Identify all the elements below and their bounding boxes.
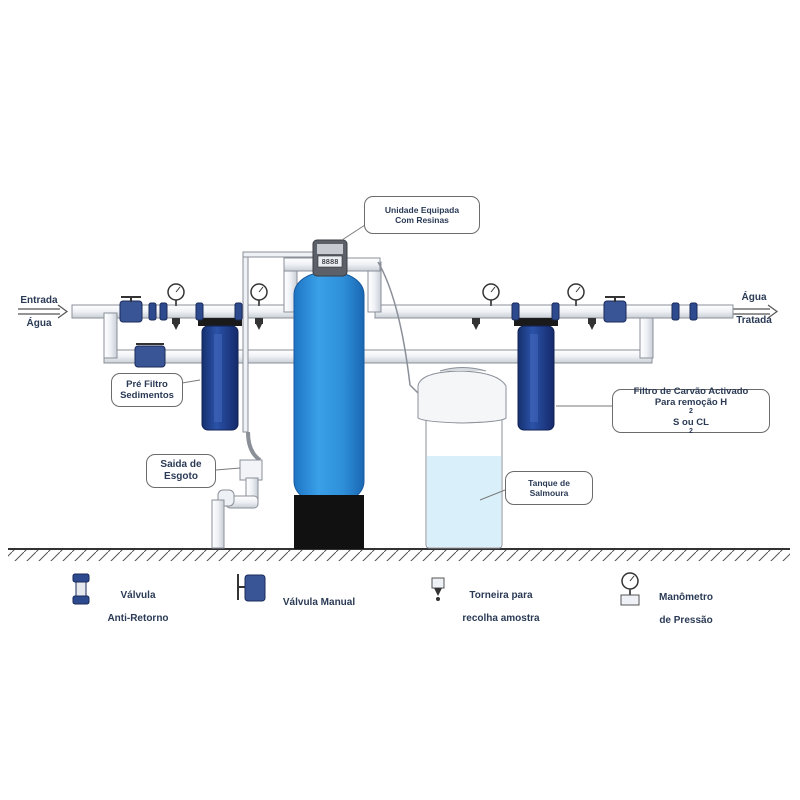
prefilter-callout-leader [181,379,201,384]
drain-line1: Saida de [160,459,202,470]
prefilter-callout: Pré Filtro Sedimentos [111,373,183,407]
drain-callout-leader [215,467,241,471]
manual-valve-icon [119,296,143,323]
legend-sample-tap-line2: recolha amostra [462,613,540,625]
legend-gauge-line1: Manômetro [659,591,713,603]
brine-tank-line1: Tanque de [528,477,570,488]
pressure-gauge-icon [250,283,268,306]
outlet-label-line1: Água [741,291,767,303]
inlet-arrow [18,304,69,319]
manual-valve-icon [603,296,627,323]
legend-sample-tap-line1: Torneira para [469,589,533,601]
legend-sample-tap-icon [431,577,445,601]
brine-tank-line2: Salmoura [529,488,569,498]
resin-unit-line1: Unidade Equipada [384,204,460,215]
brine-tank [417,367,507,549]
sample-tap-icon [255,318,263,330]
resin-controller: 8888 [312,239,348,277]
inlet-label-line1: Entrada [20,294,58,306]
check-valve-icon [511,302,560,321]
legend-check-valve-label: Válvula Anti-Retorno [98,578,178,625]
legend-check-valve-line1: Válvula [120,589,156,601]
pressure-gauge-icon [482,283,500,306]
drain-callout: Saida de Esgoto [146,454,216,488]
inlet-label-line2: Água [26,318,52,330]
pressure-gauge-icon [567,283,585,306]
prefilter-line1: Pré Filtro [126,378,168,390]
legend-manual-valve-text: Válvula Manual [282,596,356,608]
legend-check-valve-icon [72,573,90,605]
sediment-prefilter [198,318,242,431]
pressure-gauge-icon [167,283,185,306]
check-valve-icon [671,302,698,321]
pipe-network [71,251,734,433]
legend-manual-valve-icon [237,574,266,602]
carbon-filter-sub1: 2 [689,408,693,416]
legend-gauge-icon [620,572,640,606]
ground [8,548,790,561]
check-valve-icon [148,302,168,321]
carbon-filter [514,318,558,431]
carbon-filter-line1: Filtro de Carvão Activado [633,385,749,397]
sample-tap-icon [472,318,480,330]
legend-check-valve-line2: Anti-Retorno [107,613,169,625]
outlet-label: Água Tratada [730,280,778,327]
inlet-label: Entrada Água [14,283,64,330]
manual-valve-icon [134,343,166,368]
outlet-arrow [733,304,779,319]
check-valve-icon [195,302,243,321]
prefilter-line2: Sedimentos [120,390,174,401]
legend-gauge-label: Manômetro de Pressão [643,580,729,627]
drain-pipe [211,431,263,549]
resin-unit-line2: Com Resinas [395,215,449,225]
drain-line2: Esgoto [164,471,198,482]
brine-callout-leader [479,489,506,501]
legend-manual-valve-label: Válvula Manual [270,585,368,609]
carbon-filter-line2-b: S ou CL [673,416,709,428]
carbon-filter-callout: Filtro de Carvão Activado Para remoção H… [612,385,770,435]
resin-unit-callout: Unidade Equipada Com Resinas [364,196,480,234]
legend-gauge-line2: de Pressão [659,615,713,627]
carbon-filter-sub2: 2 [689,428,693,436]
legend-sample-tap-label: Torneira para recolha amostra [446,578,556,625]
sample-tap-icon [172,318,180,330]
resin-callout-leader [341,224,366,241]
resin-tank [293,272,365,549]
controller-display: 8888 [322,258,339,266]
outlet-label-line2: Tratada [736,315,772,327]
carbon-filter-line2-a: Para remoção H [654,396,728,408]
sample-tap-icon [588,318,596,330]
brine-line [377,261,421,396]
brine-tank-callout: Tanque de Salmoura [505,471,593,505]
